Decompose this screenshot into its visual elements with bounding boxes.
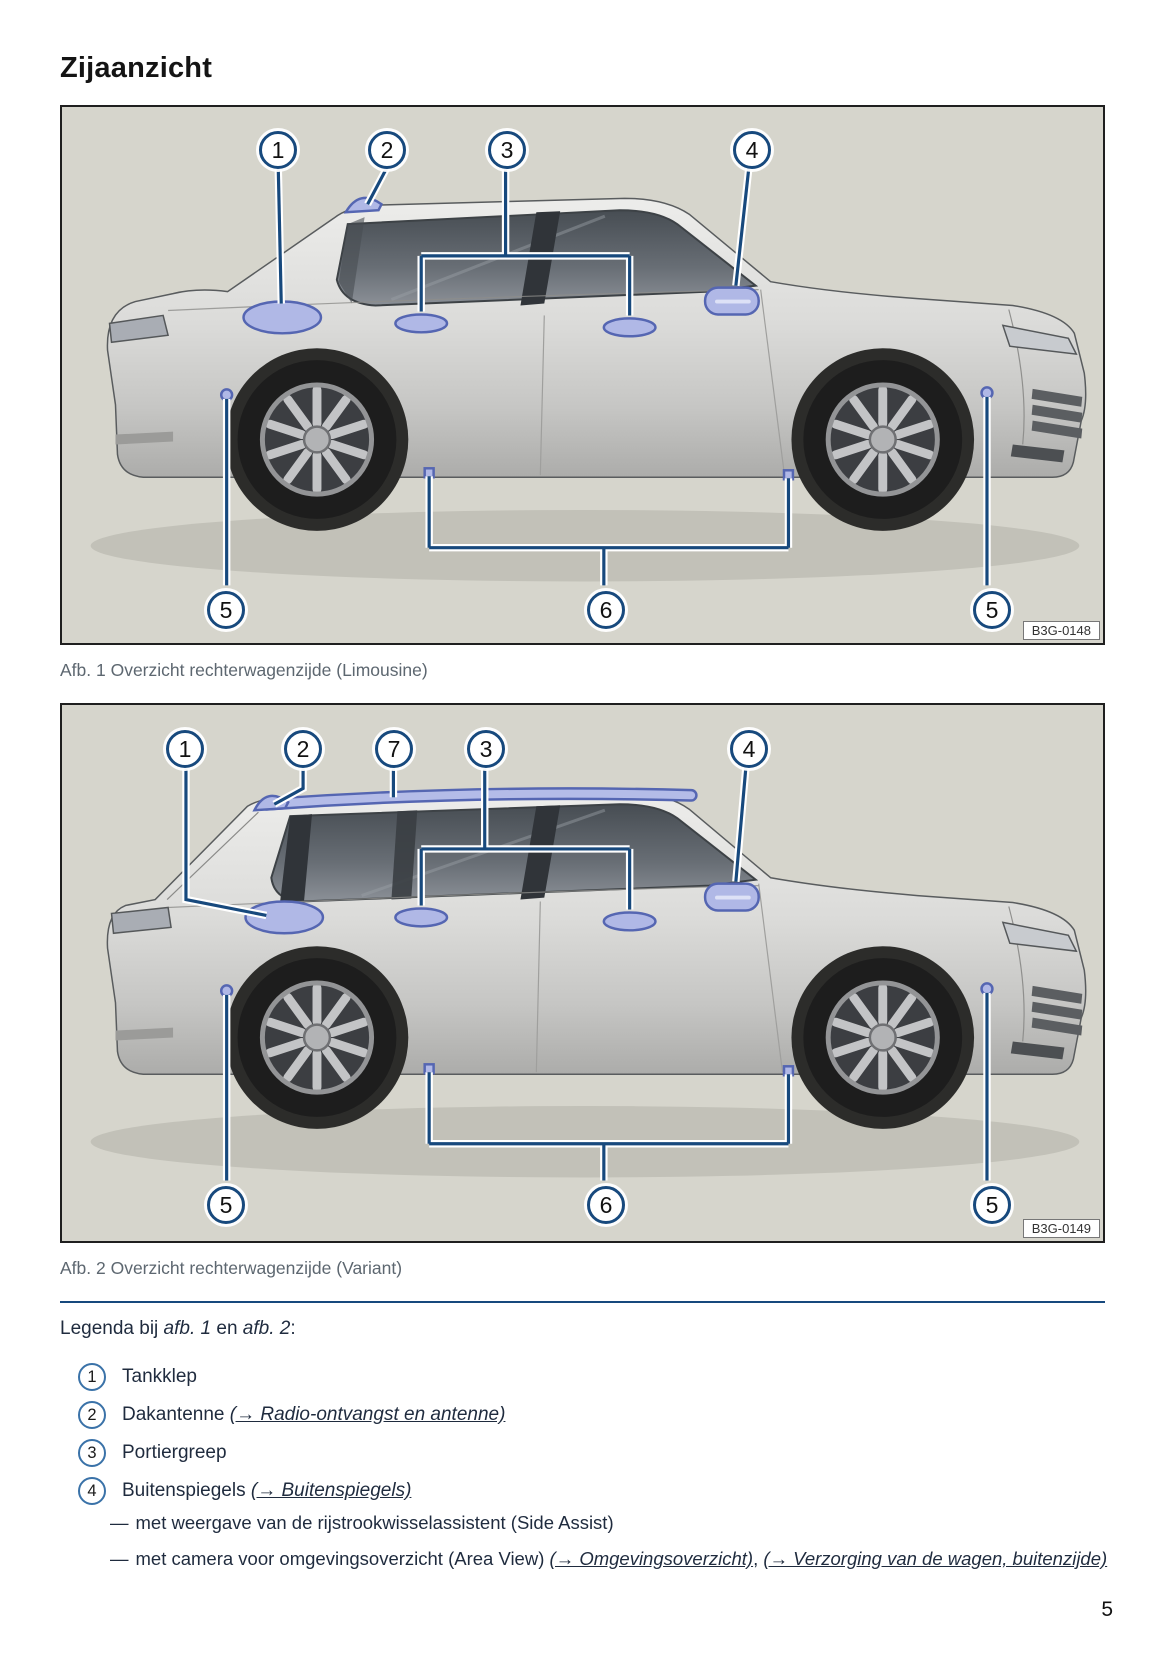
figure-code-label: B3G-0148 <box>1022 621 1100 640</box>
subitem-text: met camera voor omgevingsoverzicht (Area… <box>135 1548 550 1569</box>
item-number-badge: 4 <box>78 1477 106 1505</box>
subitem-dash: — <box>110 1548 129 1569</box>
item-label: Portiergreep <box>122 1442 227 1464</box>
item-number-badge: 2 <box>78 1401 106 1429</box>
callout-circle: 6 <box>587 1186 625 1224</box>
item-text: Portiergreep <box>122 1442 227 1463</box>
callout-circle: 1 <box>166 730 204 768</box>
figure-caption: Afb. 2 Overzicht rechterwagenzijde (Vari… <box>60 1258 403 1278</box>
callout-circle: 7 <box>375 730 413 768</box>
legend-heading-suffix: : <box>290 1318 296 1339</box>
legend-heading: Legenda bij afb. 1 en afb. 2: <box>60 1318 296 1340</box>
callout-circle: 3 <box>467 730 505 768</box>
item-text: Dakantenne <box>122 1404 230 1425</box>
subitem-separator: , <box>753 1548 764 1569</box>
callout-circle: 4 <box>733 131 771 169</box>
car-side-view-limousine <box>90 166 1087 586</box>
figure-caption: Afb. 1 Overzicht rechterwagenzijde (Limo… <box>60 660 428 680</box>
legend-heading-mid: en <box>211 1318 243 1339</box>
figure-limousine: 1 2 3 4 5 6 5 B3G-0148 <box>60 105 1105 645</box>
callout-circle: 5 <box>973 591 1011 629</box>
callout-circle: 2 <box>284 730 322 768</box>
callout-circle: 5 <box>207 1186 245 1224</box>
cross-reference-link[interactable]: (→ Radio-ontvangst en antenne) <box>229 1404 506 1425</box>
cross-reference-link[interactable]: (→ Verzorging van de wagen, buitenzijde) <box>763 1548 1108 1569</box>
item-number-badge: 1 <box>78 1363 106 1391</box>
legend-subitem-area-view: — met camera voor omgevingsoverzicht (Are… <box>110 1548 1107 1570</box>
item-text: Tankklep <box>122 1366 197 1387</box>
figure-ref-2: afb. 2 <box>242 1318 291 1339</box>
item-label: Buitenspiegels (→ Buitenspiegels) <box>122 1480 411 1502</box>
legend-item-dakantenne: 2 Dakantenne (→ Radio-ontvangst en anten… <box>60 1396 1105 1434</box>
callout-circle: 4 <box>730 730 768 768</box>
callout-circle: 2 <box>368 131 406 169</box>
figure-ref-1: afb. 1 <box>163 1318 212 1339</box>
page-title: Zijaanzicht <box>60 52 213 84</box>
page-number: 5 <box>1101 1598 1113 1621</box>
legend-item-buitenspiegels: 4 Buitenspiegels (→ Buitenspiegels) <box>60 1472 1105 1510</box>
callout-circle: 3 <box>488 131 526 169</box>
legend-list: 1 Tankklep 2 Dakantenne (→ Radio-ontvang… <box>60 1358 1105 1510</box>
cross-reference-link[interactable]: (→ Omgevingsoverzicht) <box>549 1548 754 1569</box>
figure-code-label: B3G-0149 <box>1022 1219 1100 1238</box>
legend-item-portiergreep: 3 Portiergreep <box>60 1434 1105 1472</box>
legend-subitem-side-assist: — met weergave van de rijstrookwisselassi… <box>110 1512 614 1534</box>
car-side-view-variant <box>90 768 1087 1181</box>
legend-heading-prefix: Legenda bij <box>60 1318 164 1339</box>
figure-variant: 1 2 7 3 4 5 6 5 B3G-0149 <box>60 703 1105 1243</box>
callout-circle: 5 <box>973 1186 1011 1224</box>
item-label: Dakantenne (→ Radio-ontvangst en antenne… <box>122 1404 505 1426</box>
cross-reference-link[interactable]: (→ Buitenspiegels) <box>250 1480 412 1501</box>
callout-circle: 5 <box>207 591 245 629</box>
legend-separator <box>60 1301 1105 1303</box>
legend-item-tankklep: 1 Tankklep <box>60 1358 1105 1396</box>
item-number-badge: 3 <box>78 1439 106 1467</box>
callout-circle: 6 <box>587 591 625 629</box>
subitem-dash: — <box>110 1512 129 1533</box>
callout-circle: 1 <box>259 131 297 169</box>
item-label: Tankklep <box>122 1366 197 1388</box>
item-text: Buitenspiegels <box>122 1480 251 1501</box>
subitem-text: met weergave van de rijstrookwisselassis… <box>135 1512 614 1533</box>
